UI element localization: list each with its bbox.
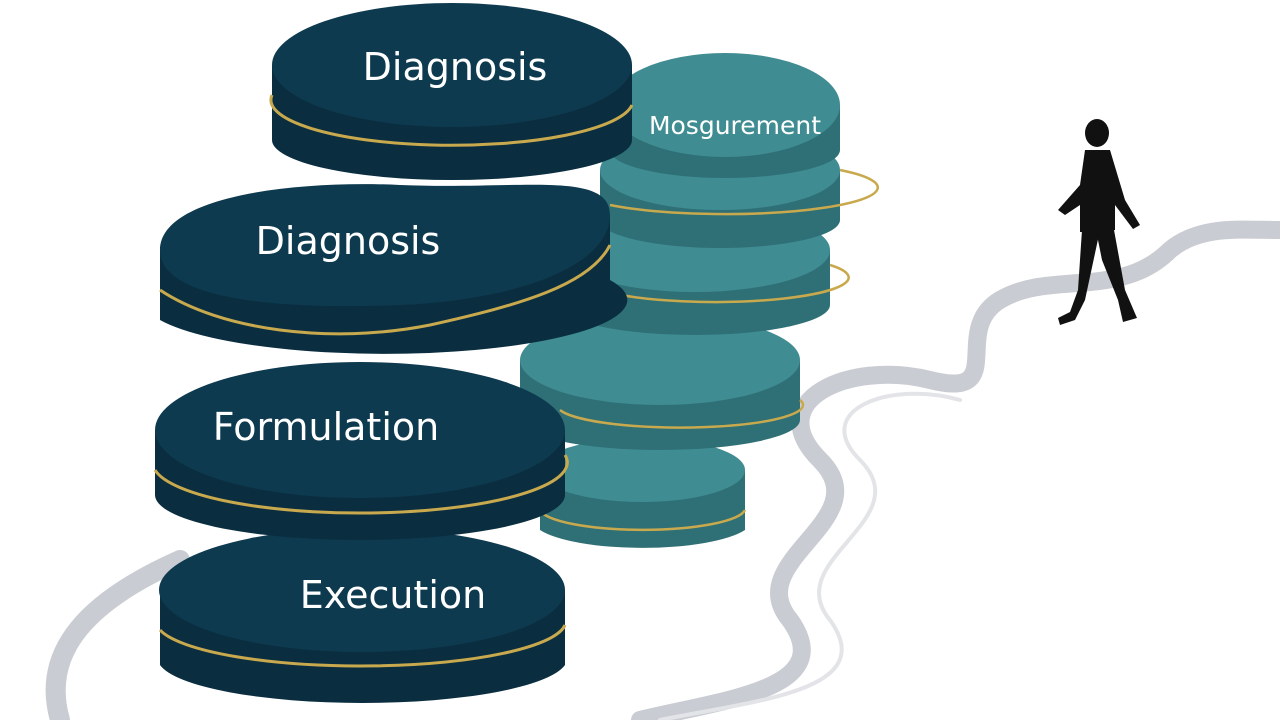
disc-diagnosis-top: Diagnosis [269,3,634,180]
teal-disc-measurement: Mosgurement [610,53,840,178]
teal-disc-5 [538,438,747,548]
disc-label-diagnosis: Diagnosis [256,219,441,263]
disc-label-diagnosis-top: Diagnosis [363,45,548,89]
disc-formulation: Formulation [153,362,569,540]
teal-disc-stack: Mosgurement [520,53,880,548]
disc-execution: Execution [158,528,567,703]
disc-label-execution: Execution [300,573,486,617]
winding-path [45,220,1280,720]
disc-label-measurement: Mosgurement [649,111,821,140]
disc-label-formulation: Formulation [213,405,439,449]
teal-disc-4 [520,315,805,450]
dark-disc-stack: Execution Formulation Diagnosis Diagnosi… [153,3,634,703]
walking-person-icon [1058,119,1140,325]
disc-diagnosis: Diagnosis [159,184,628,354]
